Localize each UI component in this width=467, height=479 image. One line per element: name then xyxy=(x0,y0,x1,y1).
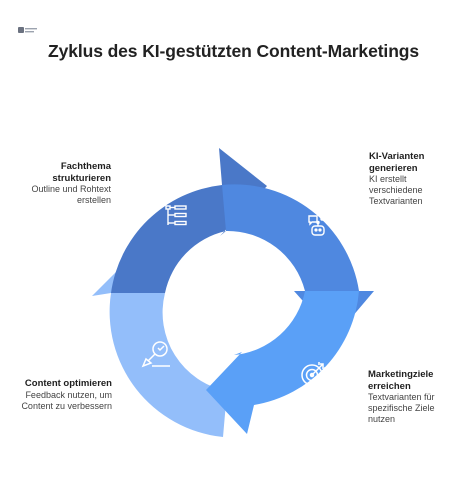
stage-title-marketing: Marketingziele erreichen xyxy=(368,369,434,392)
search-edit-icon xyxy=(141,341,170,368)
diagram-title: Zyklus des KI-gestützten Content-Marketi… xyxy=(47,41,420,61)
stage-title-ki: KI-Varianten generieren xyxy=(369,151,425,174)
stage-description-marketing: Textvarianten für spezifische Ziele nutz… xyxy=(368,392,435,424)
stage-description-optimieren: Feedback nutzen, um Content zu verbesser… xyxy=(21,389,112,411)
stage-label-ki: KI-Varianten generieren KI erstellt vers… xyxy=(369,151,461,207)
stage-segment-fachthema xyxy=(111,148,267,293)
stage-label-fachthema: Fachthema strukturieren Outline und Roht… xyxy=(20,161,111,206)
stage-title-fachthema: Fachthema strukturieren xyxy=(52,161,111,184)
target-icon xyxy=(301,362,325,386)
chatbot-icon xyxy=(308,208,339,236)
stage-description-ki: KI erstellt verschiedene Textvarianten xyxy=(369,174,423,206)
stage-segment-optimieren xyxy=(92,251,227,437)
stage-title-optimieren: Content optimieren xyxy=(24,378,112,389)
stage-label-optimieren: Content optimieren Feedback nutzen, um C… xyxy=(16,378,112,412)
stage-description-fachthema: Outline und Rohtext erstellen xyxy=(31,184,111,205)
hierarchy-list-icon xyxy=(165,205,187,226)
logo-icon xyxy=(18,26,38,35)
stage-label-marketing: Marketingziele erreichen Textvarianten f… xyxy=(368,369,460,425)
stage-segment-marketing xyxy=(206,291,359,434)
